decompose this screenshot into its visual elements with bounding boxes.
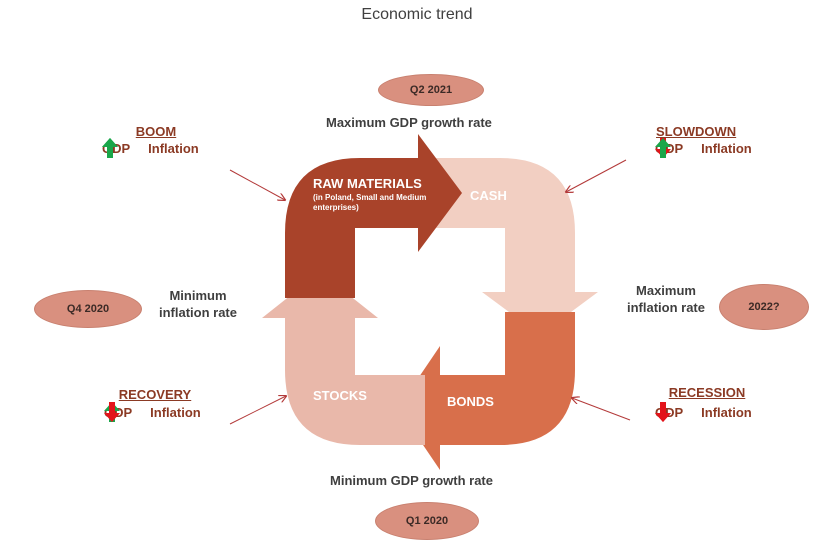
period-left-text: Q4 2020 [66, 303, 110, 315]
gdp-down-arrow-icon [655, 402, 700, 422]
raw-materials-note: (in Poland, Small and Medium enterprises… [313, 193, 427, 212]
period-right-text: 2022? [748, 301, 780, 313]
inflation-up-arrow-icon [655, 138, 769, 158]
boom-indicators: GDP Inflation [102, 138, 217, 158]
inflation-down-arrow-icon [104, 402, 221, 422]
period-right-badge: 2022? [719, 284, 809, 330]
min-inflation-label: Minimum inflation rate [158, 288, 237, 320]
slowdown-indicators: GDP Inflation [655, 138, 770, 158]
bonds-arrow [398, 312, 575, 470]
cash-label: CASH [470, 188, 507, 203]
period-bottom-text: Q1 2020 [405, 515, 449, 527]
recession-indicators: GDP Inflation [655, 402, 775, 422]
recession-inflation-label: Inflation [701, 404, 752, 420]
inflation-up-arrow-icon [102, 138, 216, 158]
period-left-badge: Q4 2020 [34, 290, 142, 328]
period-bottom-badge: Q1 2020 [375, 502, 479, 540]
recovery-title: RECOVERY [118, 387, 192, 402]
recovery-inflation-label: Inflation [150, 404, 201, 420]
recession-pointer [572, 398, 631, 421]
period-top-text: Q2 2021 [409, 84, 453, 96]
stocks-label: STOCKS [313, 388, 367, 403]
diagram-title: Economic trend [361, 6, 473, 23]
slowdown-inflation-label: Inflation [701, 140, 752, 156]
max-inflation-label: Maximum inflation rate [626, 283, 705, 315]
gdp-up-arrow-icon [104, 402, 149, 422]
recovery-indicators: GDP Inflation [104, 402, 222, 422]
recession-title: RECESSION [668, 385, 746, 400]
cash-arrow [430, 158, 598, 335]
gdp-down-arrow-icon [655, 138, 700, 158]
inflation-down-arrow-icon [655, 402, 774, 422]
bonds-label: BONDS [447, 394, 494, 409]
raw-materials-label: RAW MATERIALS [313, 176, 422, 191]
stocks-arrow [262, 272, 425, 445]
max-gdp-label: Maximum GDP growth rate [326, 115, 492, 130]
period-top-badge: Q2 2021 [378, 74, 484, 106]
boom-inflation-label: Inflation [148, 140, 199, 156]
slowdown-title: SLOWDOWN [656, 124, 737, 139]
gdp-up-arrow-icon [102, 138, 147, 158]
boom-pointer [229, 169, 285, 200]
slowdown-pointer [566, 159, 627, 192]
recovery-pointer [229, 396, 286, 425]
min-gdp-label: Minimum GDP growth rate [330, 473, 493, 488]
boom-title: BOOM [135, 124, 177, 139]
raw-materials-arrow [285, 134, 462, 298]
